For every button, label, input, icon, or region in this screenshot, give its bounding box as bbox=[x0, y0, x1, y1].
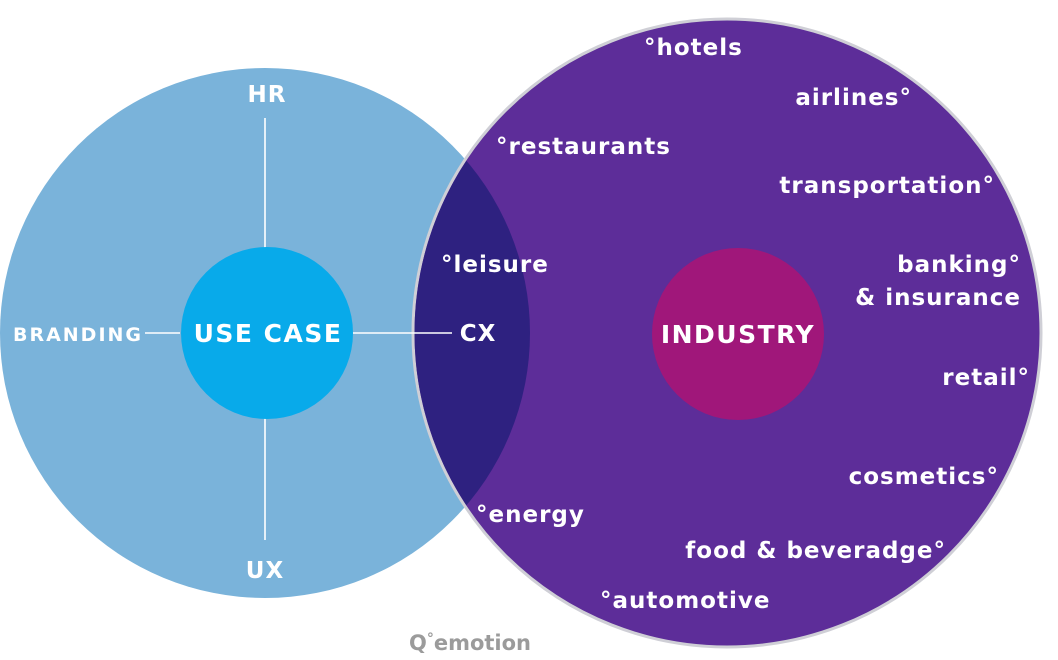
qemotion-logo: Q°emotion bbox=[409, 631, 531, 655]
industry-item-cosmetics: cosmetics° bbox=[849, 464, 999, 490]
use-case-label-cx: CX bbox=[460, 321, 497, 347]
industry-item-airlines: airlines° bbox=[795, 85, 912, 111]
industry-item-food: food & beveradge° bbox=[685, 538, 946, 564]
use-case-label-branding: BRANDING bbox=[13, 324, 143, 346]
logo-word: emotion bbox=[434, 631, 531, 655]
industry-item-energy: °energy bbox=[476, 502, 585, 528]
use-case-label-ux: UX bbox=[246, 558, 284, 584]
industry-hub bbox=[652, 248, 824, 420]
industry-item-insurance: & insurance bbox=[855, 285, 1021, 311]
industry-item-automotive: °automotive bbox=[600, 588, 770, 614]
use-case-label-hr: HR bbox=[248, 82, 287, 108]
industry-item-transportation: transportation° bbox=[779, 173, 995, 199]
logo-degree: ° bbox=[427, 631, 434, 647]
use-case-hub bbox=[181, 247, 353, 419]
industry-item-leisure: °leisure bbox=[441, 252, 549, 278]
industry-item-hotels: °hotels bbox=[644, 35, 743, 61]
use-case-hub-label: USE CASE bbox=[194, 319, 343, 348]
logo-q: Q bbox=[409, 631, 427, 655]
industry-item-restaurants: °restaurants bbox=[496, 134, 671, 160]
industry-hub-label: INDUSTRY bbox=[661, 320, 815, 349]
industry-item-banking: banking° bbox=[897, 252, 1021, 278]
industry-item-retail: retail° bbox=[942, 365, 1030, 391]
use-case-connectors bbox=[145, 118, 452, 540]
